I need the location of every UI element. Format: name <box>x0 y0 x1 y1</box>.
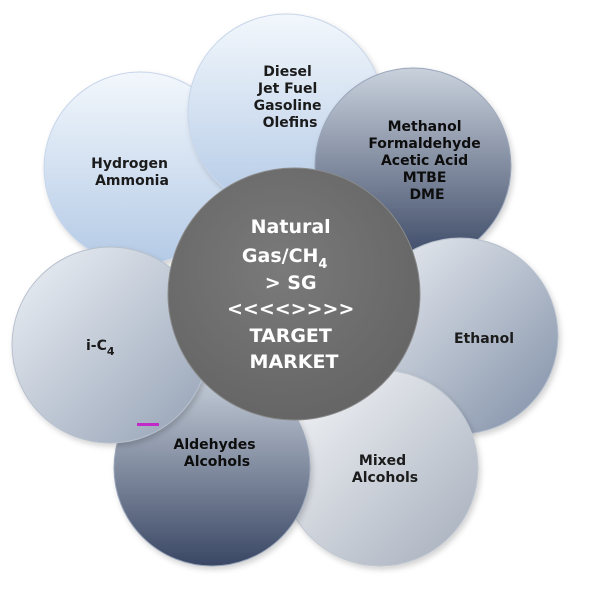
label-diesel-line-1: Diesel <box>263 64 312 80</box>
label-i-c4: i-C4 <box>86 338 115 358</box>
label-aldehydes-line-2: Alcohols <box>184 454 250 470</box>
label-aldehydes-alcohols: Aldehydes Alcohols <box>174 437 261 470</box>
center-circle <box>167 167 421 421</box>
center-line-6: MARKET <box>250 351 339 373</box>
center-line-2-subscript: 4 <box>318 257 327 272</box>
label-methanol: Methanol Formaldehyde Acetic Acid MTBE D… <box>368 119 485 203</box>
label-diesel-line-2: Jet Fuel <box>257 81 317 97</box>
label-diesel: Diesel Jet Fuel Gasoline Olefins <box>254 64 327 131</box>
label-i-c4-subscript: 4 <box>107 345 115 358</box>
petals-layer <box>11 13 559 567</box>
center-line-1: Natural <box>251 216 331 238</box>
label-mixed-alcohols: Mixed Alcohols <box>352 453 418 486</box>
center-line-5: TARGET <box>250 325 332 347</box>
label-methanol-line-4: MTBE <box>403 170 447 186</box>
label-hydrogen-line-2: Ammonia <box>95 173 169 189</box>
center-line-4: <<<<>>>> <box>227 298 354 320</box>
label-methanol-line-3: Acetic Acid <box>381 153 468 169</box>
label-methanol-line-1: Methanol <box>388 119 462 135</box>
center-line-3: > SG <box>265 272 317 294</box>
center-line-2: Gas/CH <box>242 245 319 267</box>
accent-mark <box>137 423 159 426</box>
center-text: Natural Gas/CH4 > SG <<<<>>>> TARGET MAR… <box>227 216 361 373</box>
label-mixed-line-1: Mixed <box>359 453 406 469</box>
label-hydrogen-line-1: Hydrogen <box>91 156 168 172</box>
label-i-c4-text: i-C <box>86 338 107 354</box>
label-hydrogen-ammonia: Hydrogen Ammonia <box>91 156 173 189</box>
label-diesel-line-3: Gasoline <box>254 98 322 114</box>
label-aldehydes-line-1: Aldehydes <box>174 437 256 453</box>
label-mixed-line-2: Alcohols <box>352 470 418 486</box>
label-methanol-line-5: DME <box>409 187 444 203</box>
label-diesel-line-4: Olefins <box>263 115 318 131</box>
label-ethanol: Ethanol <box>454 331 514 347</box>
label-ethanol-line-1: Ethanol <box>454 331 514 347</box>
label-methanol-line-2: Formaldehyde <box>368 136 480 152</box>
